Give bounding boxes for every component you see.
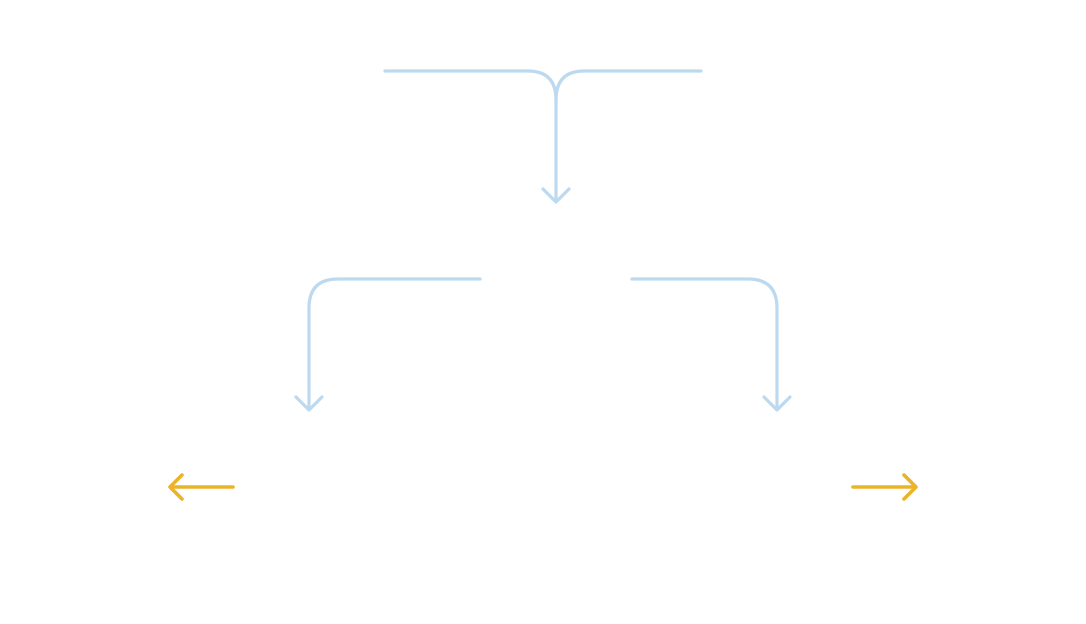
next-arrow-head <box>902 473 918 501</box>
previous-arrow-head <box>168 473 184 501</box>
arrow-left-icon[interactable] <box>160 466 244 508</box>
branch-right-arrowhead <box>762 395 792 412</box>
branch-down-left-arrow-icon <box>294 277 482 412</box>
branch-down-right-arrow-icon <box>630 277 792 412</box>
branch-left-line <box>307 277 482 410</box>
branch-right-line <box>630 277 779 410</box>
merge-arrowhead <box>541 187 571 204</box>
merge-right-line <box>554 69 703 102</box>
merge-arrow-icon <box>383 69 703 204</box>
branch-left-arrowhead <box>294 395 324 412</box>
arrow-right-icon[interactable] <box>842 466 926 508</box>
merge-left-line <box>383 69 558 202</box>
